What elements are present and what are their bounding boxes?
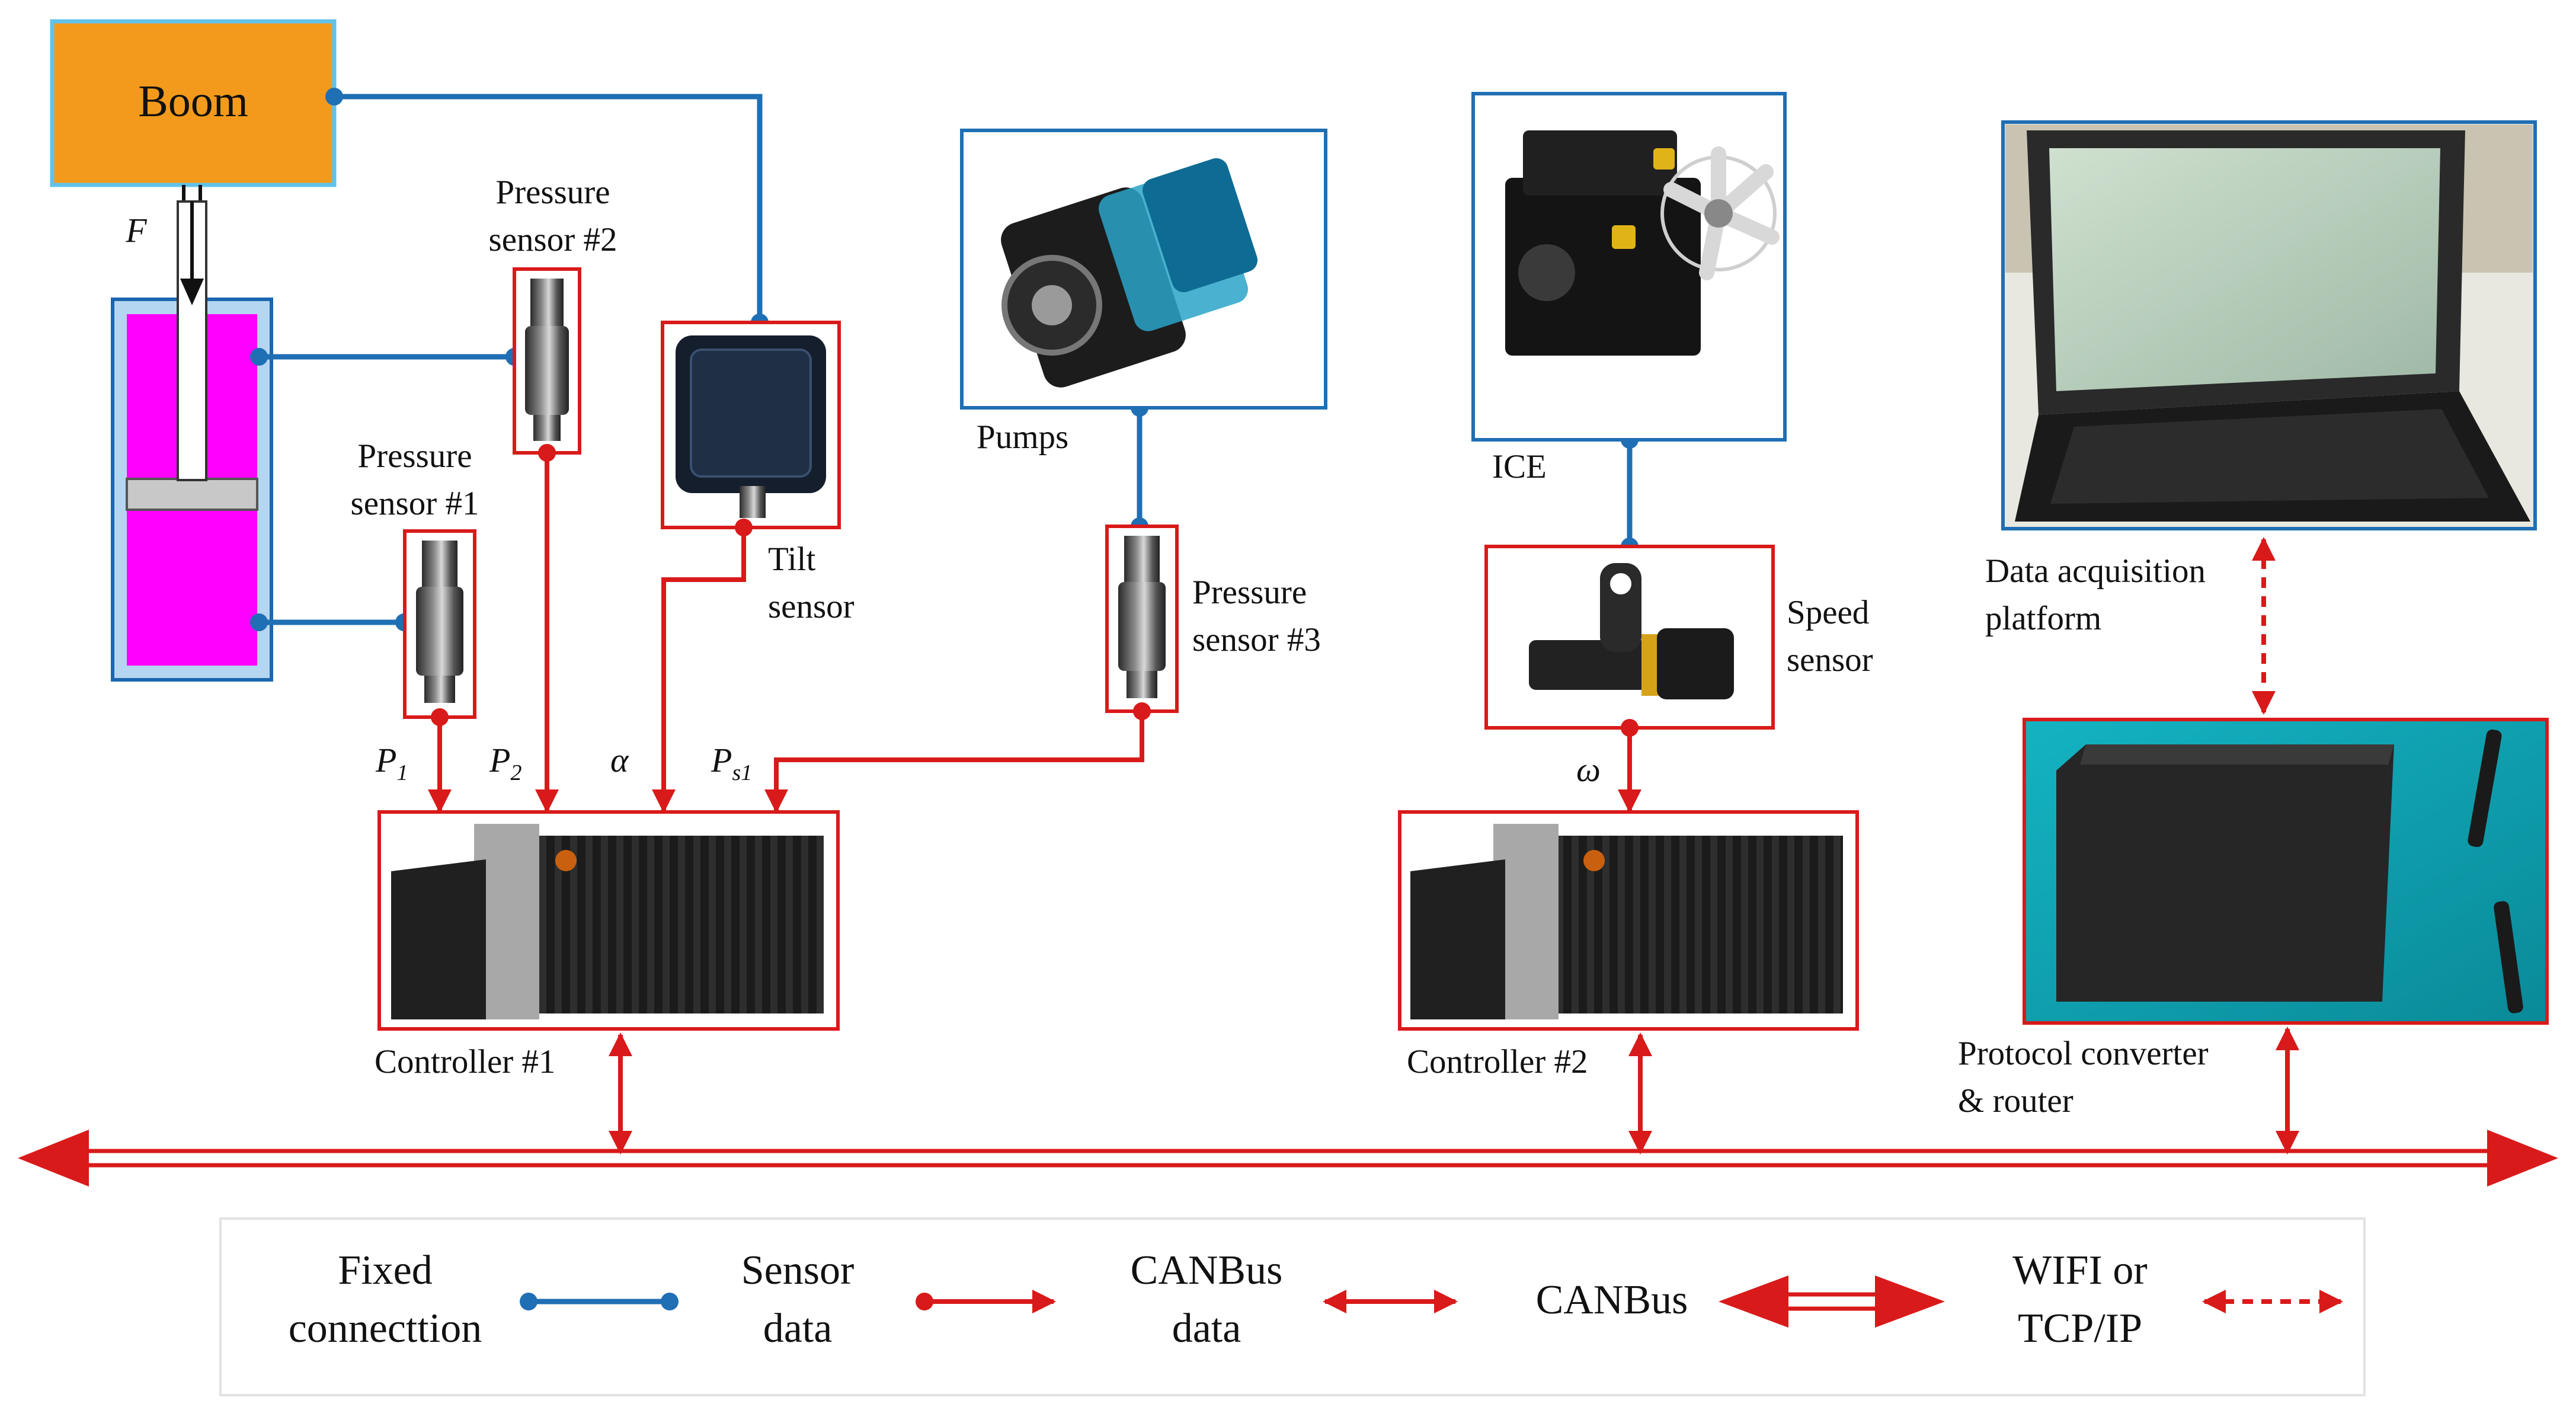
pressure-sensor-3-line1: Pressure	[1192, 574, 1307, 611]
legend-sensor-line1: Sensor	[741, 1248, 855, 1293]
speed-sensor-line1: Speed	[1787, 594, 1869, 631]
sensor-tilt-arrow	[652, 527, 746, 813]
canbus-main-bus	[18, 1130, 2558, 1187]
pressure-sensor-2	[513, 267, 581, 455]
router-label-line1: Protocol converter	[1958, 1035, 2209, 1072]
pressure-sensor-3	[1105, 525, 1179, 713]
data-acquisition-laptop	[2001, 120, 2537, 530]
legend-fixed-line1: Fixed	[338, 1248, 432, 1293]
tilt-sensor-line1: Tilt	[768, 541, 815, 578]
daq-label-line2: platform	[1985, 600, 2101, 637]
ice-engine-image	[1471, 92, 1787, 442]
signal-alpha: α	[610, 741, 629, 779]
signal-ps1: Ps1	[711, 741, 752, 785]
hydraulic-cylinder	[111, 200, 273, 682]
sensor-p3-arrow	[764, 711, 1144, 813]
pressure-sensor-1-line1: Pressure	[357, 437, 472, 475]
pressure-sensor-3-line2: sensor #3	[1192, 621, 1321, 658]
pressure-sensor-1	[403, 529, 476, 719]
tilt-sensor-line2: sensor	[768, 588, 855, 625]
pressure-sensor-2-line2: sensor #2	[489, 221, 617, 258]
legend-canbus-swatch	[1719, 1275, 1945, 1328]
boom-label: Boom	[138, 76, 248, 126]
legend-fixed-line2: connecttion	[289, 1306, 482, 1351]
protocol-converter-router	[2023, 718, 2549, 1025]
legend-wifi-line2: TCP/IP	[2018, 1306, 2142, 1351]
pumps-image	[960, 129, 1327, 410]
signal-p1: P1	[375, 741, 408, 785]
tilt-sensor	[661, 321, 841, 529]
router-label-line2: & router	[1958, 1082, 2073, 1120]
daq-label-line1: Data acquisition	[1985, 552, 2206, 590]
controller-2	[1398, 810, 1859, 1031]
signal-omega: ω	[1576, 750, 1601, 789]
pressure-sensor-2-line1: Pressure	[495, 174, 610, 211]
legend-sensor-line2: data	[763, 1306, 833, 1351]
signal-p2: P2	[489, 741, 521, 785]
controller-1-label: Controller #1	[375, 1043, 556, 1080]
pumps-label: Pumps	[977, 418, 1068, 456]
boom-box	[50, 19, 337, 187]
controller-2-label: Controller #2	[1407, 1043, 1588, 1080]
legend-box	[219, 1217, 2366, 1396]
pressure-sensor-1-line2: sensor #1	[351, 485, 479, 522]
legend-canbus-label: CANBus	[1536, 1277, 1688, 1323]
legend-canbus-data-line1: CANBus	[1131, 1248, 1283, 1293]
controller-1	[377, 810, 840, 1031]
speed-sensor-line2: sensor	[1787, 641, 1873, 679]
legend-canbus-data-line2: data	[1172, 1306, 1241, 1351]
ice-label: ICE	[1492, 448, 1547, 485]
legend-wifi-line1: WIFI or	[2012, 1248, 2147, 1293]
fixed-boom-to-tilt	[334, 94, 763, 322]
speed-sensor	[1484, 545, 1775, 730]
force-label: F	[125, 211, 147, 250]
